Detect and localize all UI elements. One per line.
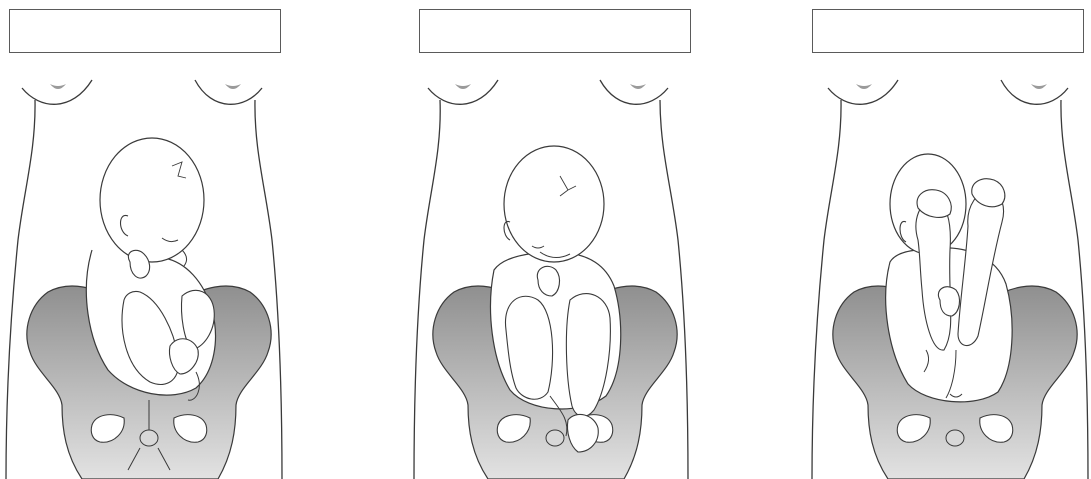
torso-outline bbox=[195, 80, 262, 104]
fetal-position-panel-3 bbox=[806, 0, 1091, 479]
label-box-3[interactable] bbox=[812, 9, 1084, 53]
torso-right-side bbox=[255, 100, 282, 479]
torso-left-side bbox=[812, 100, 841, 479]
torso-left-side bbox=[414, 100, 440, 479]
pubic-symphysis bbox=[546, 430, 564, 446]
fetal-position-panel-2 bbox=[410, 0, 740, 479]
nipple-left bbox=[455, 84, 471, 89]
nipple-right bbox=[630, 84, 646, 89]
torso-right-side bbox=[660, 100, 688, 479]
fetus-head bbox=[100, 138, 204, 262]
torso-outline bbox=[1001, 80, 1068, 104]
fetal-position-panel-1 bbox=[0, 0, 330, 479]
nipple-right bbox=[1031, 84, 1047, 89]
torso-outline bbox=[22, 80, 92, 104]
nipple-right bbox=[225, 84, 241, 89]
fetal-position-illustration-2 bbox=[410, 0, 740, 479]
torso-outline bbox=[828, 80, 898, 104]
pubic-symphysis bbox=[946, 430, 964, 446]
label-box-2[interactable] bbox=[419, 9, 691, 53]
nipple-left bbox=[50, 84, 66, 89]
fetal-position-illustration-3 bbox=[806, 0, 1091, 479]
fetal-position-illustration-1 bbox=[0, 0, 330, 479]
pubic-symphysis bbox=[140, 430, 158, 446]
label-box-1[interactable] bbox=[9, 9, 281, 53]
torso-outline bbox=[428, 80, 498, 104]
fetus-head bbox=[504, 146, 604, 262]
torso-outline bbox=[600, 80, 668, 104]
nipple-left bbox=[856, 84, 872, 89]
torso-left-side bbox=[6, 100, 35, 479]
torso-right-side bbox=[1061, 100, 1088, 479]
